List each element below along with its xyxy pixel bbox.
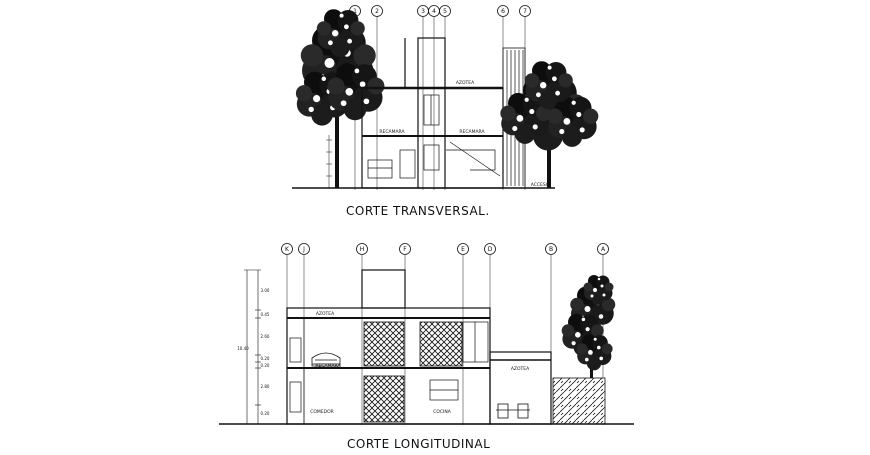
transversal-windows xyxy=(367,94,440,179)
axis-label-f: F xyxy=(403,246,407,253)
tree-right-icon xyxy=(500,61,599,188)
axis-label-4: 4 xyxy=(432,8,436,15)
longitudinal-lattice-screens xyxy=(363,321,463,423)
tree-left-icon xyxy=(295,9,385,188)
transversal-level-marks xyxy=(326,135,332,188)
level-mark-3: 2.60 xyxy=(261,334,270,339)
axis-label-7: 7 xyxy=(523,8,527,15)
level-mark-4: 0.20 xyxy=(261,356,270,361)
axis-label-e: E xyxy=(461,246,465,253)
axis-label-a: A xyxy=(601,246,606,253)
room-label-recamara: RECAMARA xyxy=(315,363,341,369)
room-label-azotea-main: AZOTEA xyxy=(316,311,335,317)
section-title-transversal: CORTE TRANSVERSAL. xyxy=(346,204,490,218)
axis-label-5: 5 xyxy=(443,8,447,15)
transversal-building xyxy=(361,37,526,189)
axis-label-3: 3 xyxy=(421,8,425,15)
axis-label-b: B xyxy=(549,246,553,253)
level-mark-5: 0.20 xyxy=(261,363,270,368)
room-label-comedor: COMEDOR xyxy=(310,409,334,415)
level-mark-7: 0.20 xyxy=(261,411,270,416)
longitudinal-axis-bubbles xyxy=(281,243,609,255)
section-title-longitudinal: CORTE LONGITUDINAL xyxy=(347,437,491,451)
longitudinal-building xyxy=(286,269,552,425)
axis-label-h: H xyxy=(360,246,365,253)
bed-icon xyxy=(311,352,341,367)
axis-label-6: 6 xyxy=(501,8,505,15)
room-label-cocina: COCINA xyxy=(433,409,452,415)
transversal-axis-bubbles xyxy=(349,5,531,17)
longitudinal-section: K J H F E D B A 10.40 3.00 0.45 2.60 xyxy=(219,243,634,425)
dining-chairs-icon xyxy=(496,403,530,419)
transversal-section: 1 2 3 4 5 6 7 xyxy=(292,5,599,190)
room-label-azotea-annex: AZOTEA xyxy=(511,366,530,372)
tree-longitudinal-icon xyxy=(561,275,616,378)
level-mark-2: 0.45 xyxy=(261,312,270,317)
level-mark-6: 2.80 xyxy=(261,384,270,389)
total-height-label: 10.40 xyxy=(237,346,249,351)
room-label-azotea: AZOTEA xyxy=(456,80,475,86)
axis-label-j: J xyxy=(302,246,305,253)
axis-label-2: 2 xyxy=(375,8,379,15)
stone-wall xyxy=(552,377,606,425)
level-mark-1: 3.00 xyxy=(261,288,270,293)
longitudinal-windows xyxy=(289,321,489,413)
axis-label-1: 1 xyxy=(353,8,357,15)
axis-label-k: K xyxy=(285,246,290,253)
room-label-acceso: ACCESO xyxy=(531,182,550,188)
axis-label-d: D xyxy=(488,246,493,253)
room-label-recamara-right: RECAMARA xyxy=(459,129,485,135)
room-label-recamara-left: RECAMARA xyxy=(379,129,405,135)
